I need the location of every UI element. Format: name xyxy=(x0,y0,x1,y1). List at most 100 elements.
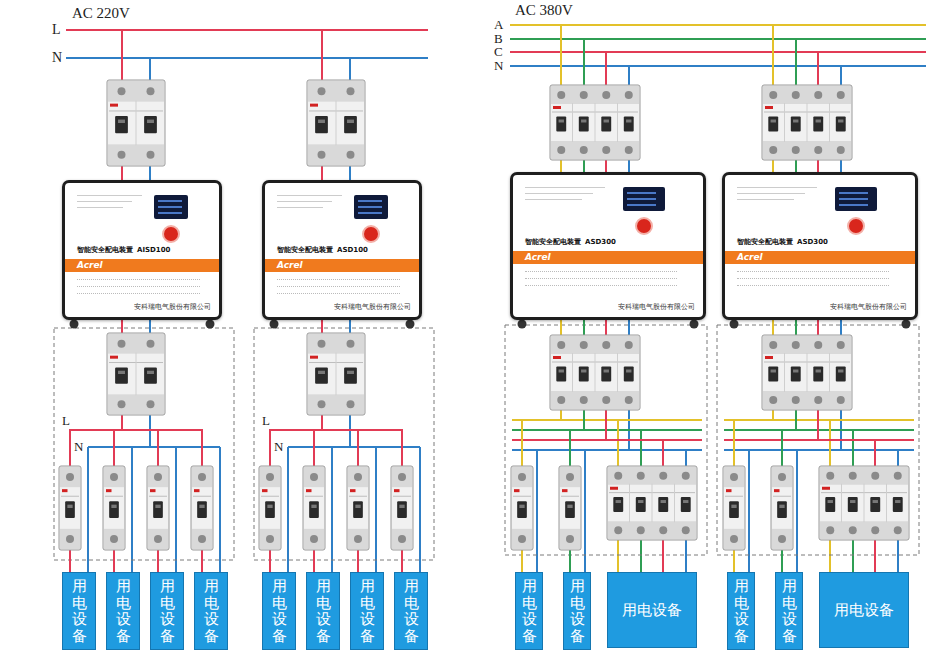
breaker-handle xyxy=(791,117,801,132)
company-name: 安科瑞电气股份有限公司 xyxy=(134,304,211,311)
breaker-terminal xyxy=(148,467,168,487)
breaker-handle xyxy=(825,497,835,512)
breaker-handle xyxy=(836,367,846,382)
breaker-handle xyxy=(115,367,128,383)
circuit-breaker xyxy=(559,466,581,550)
company-name: 安科瑞电气股份有限公司 xyxy=(830,304,907,311)
breaker-terminal xyxy=(108,81,164,102)
terminal-screw xyxy=(310,535,318,543)
breaker-handle xyxy=(144,367,157,383)
breaker-terminal xyxy=(308,81,364,102)
breaker-terminal xyxy=(392,467,412,487)
handle-slot xyxy=(267,505,272,508)
text-placeholder-row xyxy=(737,199,794,200)
breaker-seam xyxy=(561,496,579,497)
circuit-breaker xyxy=(59,466,81,550)
wire xyxy=(66,57,428,59)
terminal-screw xyxy=(837,341,845,349)
terminal-screw xyxy=(814,146,822,154)
caster-wheel xyxy=(270,320,279,329)
handle-slot xyxy=(399,505,404,508)
voltage-label: AC 380V xyxy=(515,3,573,18)
text-placeholder-row xyxy=(277,293,400,294)
circuit-breaker xyxy=(511,466,533,550)
breaker-handle xyxy=(777,501,787,518)
handle-slot xyxy=(155,505,160,508)
conductor-label: L xyxy=(262,414,270,427)
breaker-terminal xyxy=(772,529,792,549)
pole-divider xyxy=(595,353,596,392)
circuit-breaker xyxy=(550,85,640,160)
breaker-terminal xyxy=(348,529,368,549)
breaker-body xyxy=(819,466,909,540)
terminal-screw xyxy=(614,526,622,534)
terminal-screw xyxy=(625,146,633,154)
terminal-screw xyxy=(557,91,565,99)
brand-mark xyxy=(553,356,561,359)
handle-slot xyxy=(567,505,572,508)
breaker-handle xyxy=(144,116,157,133)
handle-slot xyxy=(771,120,776,123)
load-label: 用电设备 xyxy=(360,578,375,644)
text-placeholder-row xyxy=(737,285,889,286)
conductor-label: A xyxy=(494,18,503,31)
terminal-screw xyxy=(814,341,822,349)
handle-slot xyxy=(318,371,325,374)
terminal-screw xyxy=(118,400,126,408)
terminal-screw xyxy=(849,472,857,480)
breaker-terminal xyxy=(60,529,80,549)
load-box: 用电设备 xyxy=(775,572,803,650)
load-label: 用电设备 xyxy=(72,578,87,644)
company-name: 安科瑞电气股份有限公司 xyxy=(618,304,695,311)
handle-slot xyxy=(118,371,125,374)
brand-logo: Acrel xyxy=(525,251,551,264)
breaker-body xyxy=(511,466,533,550)
terminal-screw xyxy=(398,535,406,543)
handle-slot xyxy=(616,500,621,503)
brand-mark xyxy=(765,106,773,109)
terminal-screw xyxy=(580,146,588,154)
breaker-handle xyxy=(636,497,646,512)
terminal-screw xyxy=(682,526,690,534)
wire xyxy=(584,450,586,572)
brand-mark xyxy=(310,356,318,359)
load-label: 用电设备 xyxy=(622,601,682,619)
device-title: 智能安全配电装置 xyxy=(277,247,333,254)
handle-slot xyxy=(559,120,564,123)
terminal-screw xyxy=(318,400,326,408)
handle-slot xyxy=(683,500,688,503)
breaker-seam xyxy=(61,496,79,497)
breaker-terminal xyxy=(192,529,212,549)
pole-divider xyxy=(829,103,830,142)
breaker-body xyxy=(59,466,81,550)
breaker-handle xyxy=(265,501,275,518)
brand-mark xyxy=(150,489,156,492)
handle-slot xyxy=(816,370,821,373)
terminal-screw xyxy=(659,472,667,480)
wire xyxy=(796,450,798,572)
terminal-screw xyxy=(792,396,800,404)
breaker-terminal xyxy=(104,467,124,487)
load-label: 用电设备 xyxy=(522,578,537,644)
breaker-body xyxy=(762,335,852,410)
wire xyxy=(87,447,89,572)
terminal-screw xyxy=(792,91,800,99)
terminal-screw xyxy=(730,473,738,481)
caster-wheel xyxy=(730,320,739,329)
handle-slot xyxy=(626,370,631,373)
terminal-screw xyxy=(602,341,610,349)
terminal-screw xyxy=(266,473,274,481)
distribution-device: 智能安全配电装置ASD300Acrel安科瑞电气股份有限公司 xyxy=(510,172,706,320)
wire xyxy=(375,447,377,572)
conductor-label: B xyxy=(494,32,503,45)
load-box: 用电设备 xyxy=(563,572,591,650)
breaker-terminal xyxy=(763,141,851,159)
screen-line xyxy=(839,192,868,194)
breaker-terminal xyxy=(724,529,744,549)
breaker-seam xyxy=(105,496,123,497)
text-placeholder-row xyxy=(77,286,200,287)
text-placeholder-row xyxy=(525,187,605,188)
brand-mark xyxy=(726,489,732,492)
breaker-terminal xyxy=(820,467,908,485)
terminal-screw xyxy=(154,535,162,543)
